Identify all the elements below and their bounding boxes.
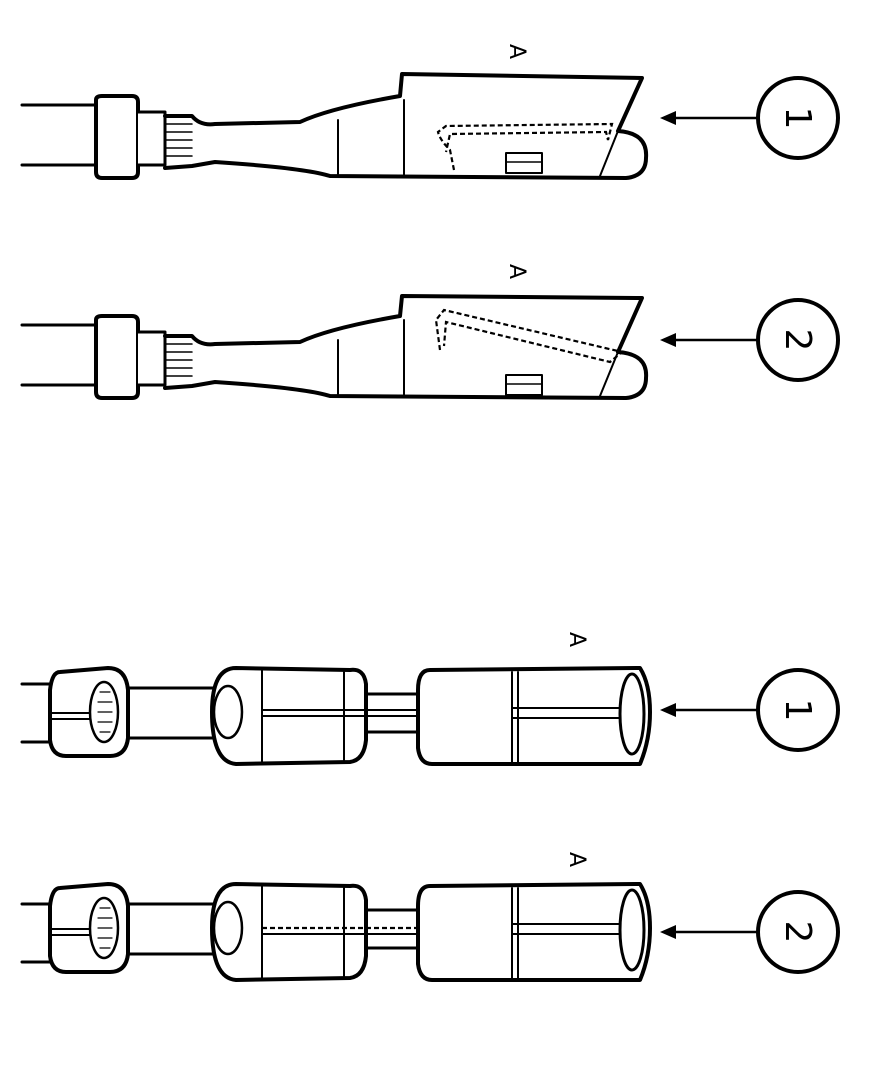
body-tip-line xyxy=(599,130,619,177)
wire-strands xyxy=(164,123,193,157)
barrel-opening xyxy=(212,684,244,740)
latch-slot xyxy=(505,374,543,396)
callout-circle xyxy=(756,890,840,974)
callout-number: 2 xyxy=(777,921,818,944)
latch-slot xyxy=(505,152,543,174)
callout-circle xyxy=(756,298,840,382)
barrel-opening xyxy=(212,900,244,956)
label-a: A xyxy=(564,852,589,867)
contact-body xyxy=(416,666,652,766)
callout-number: 1 xyxy=(777,699,818,722)
arrow-head xyxy=(660,703,676,717)
callout-number: 2 xyxy=(777,329,818,352)
contact-body xyxy=(416,882,652,982)
latch-spring xyxy=(434,308,625,364)
label-a: A xyxy=(504,264,529,279)
arrow-head xyxy=(660,333,676,347)
contact-opening xyxy=(618,672,646,756)
conductor-crimp xyxy=(210,882,368,982)
wire-strands xyxy=(97,691,113,733)
label-a: A xyxy=(564,632,589,647)
contact-opening xyxy=(618,888,646,972)
callout-circle xyxy=(756,668,840,752)
arrow-head xyxy=(660,111,676,125)
callout-circle xyxy=(756,76,840,160)
wire-strands xyxy=(164,343,193,377)
latch-spring xyxy=(436,122,614,171)
label-a: A xyxy=(504,44,529,59)
round-terminal-view-2: A 2 xyxy=(20,852,840,982)
wire-strands xyxy=(97,907,113,949)
arrow-head xyxy=(660,925,676,939)
insulation-crimp xyxy=(94,314,140,400)
callout-number: 1 xyxy=(777,107,818,130)
terminal-body xyxy=(163,294,649,400)
crimp-inner xyxy=(138,330,167,387)
body-tip-line xyxy=(599,351,619,397)
crimp-inner xyxy=(138,110,167,167)
flat-terminal-view-2: A 2 xyxy=(20,264,840,400)
insulation-crimp xyxy=(94,94,140,180)
flat-terminal-view-1: A 1 xyxy=(20,44,840,180)
round-terminal-view-1: A 1 xyxy=(20,632,840,766)
terminal-body xyxy=(163,72,649,180)
